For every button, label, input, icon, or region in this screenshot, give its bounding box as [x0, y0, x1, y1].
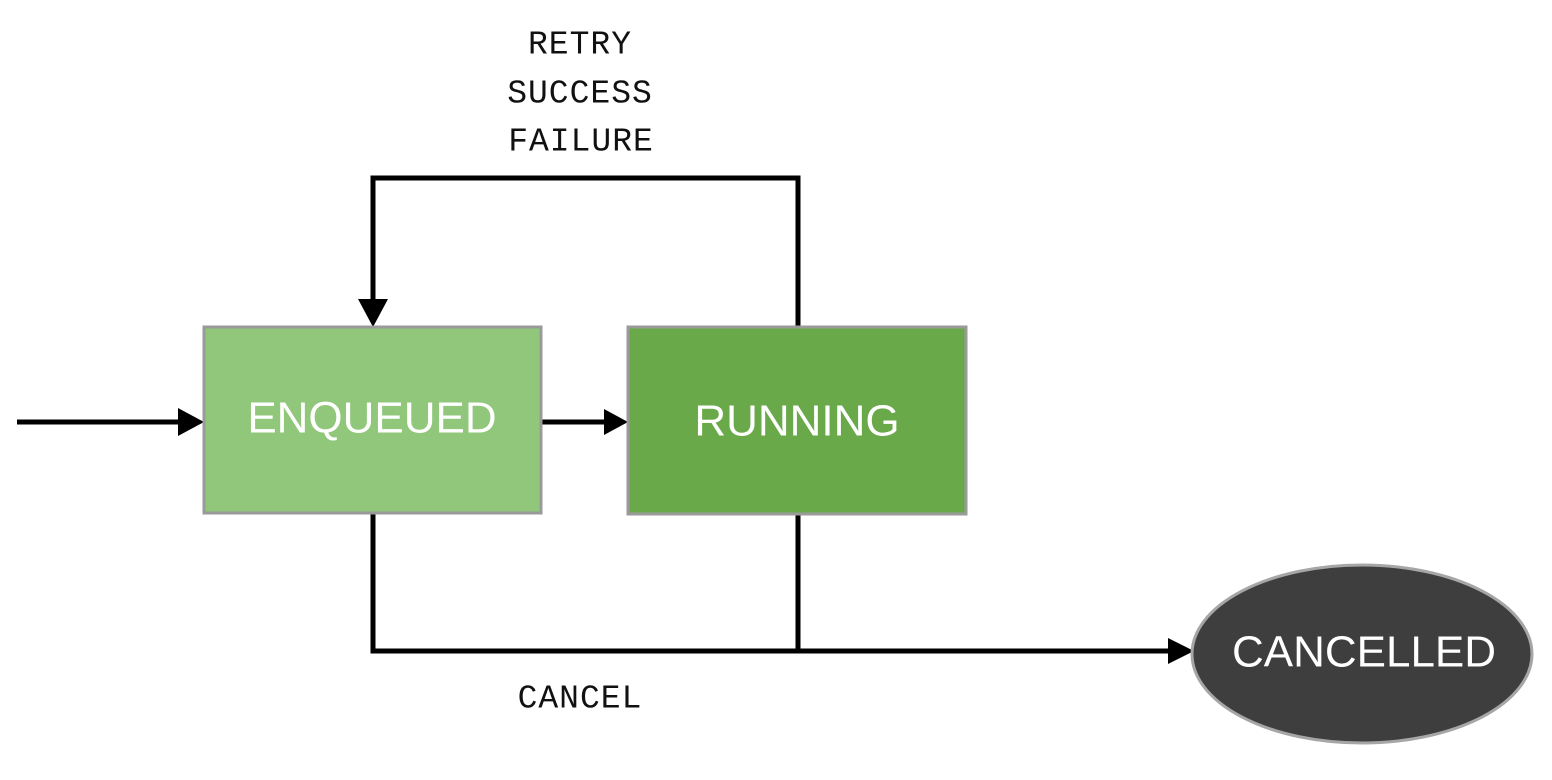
edge-label-cancel: CANCEL — [518, 681, 643, 718]
node-running-shape[interactable] — [626, 325, 968, 516]
node-enqueued-label: ENQUEUED — [247, 394, 496, 443]
node-cancelled-label: CANCELLED — [1232, 628, 1496, 677]
edge-label-failure: FAILURE — [508, 124, 654, 161]
edge-enqueued-to-running-arrowhead — [604, 409, 628, 435]
edge-enqueued-to-running — [541, 409, 628, 435]
edge-label-retry: RETRY — [528, 27, 632, 64]
edge-start-to-enqueued-arrowhead — [178, 408, 204, 436]
edge-running-to-enqueued — [358, 175, 801, 327]
node-cancelled[interactable]: CANCELLED — [1190, 563, 1534, 745]
edge-label-success: SUCCESS — [507, 76, 653, 113]
edge-running-to-enqueued-path — [370, 175, 801, 327]
edge-enqueued-cancel-path — [370, 513, 1170, 654]
node-enqueued[interactable]: ENQUEUED — [202, 325, 543, 515]
edge-to-cancelled-arrowhead — [1168, 638, 1194, 664]
node-running-label: RUNNING — [694, 397, 899, 446]
node-running[interactable]: RUNNING — [626, 325, 968, 516]
node-enqueued-shape[interactable] — [202, 325, 543, 515]
edge-start-to-enqueued — [17, 408, 204, 436]
node-cancelled-shape[interactable] — [1190, 563, 1534, 745]
edge-to-cancelled — [370, 513, 1194, 664]
edge-running-to-enqueued-arrowhead — [358, 299, 388, 327]
